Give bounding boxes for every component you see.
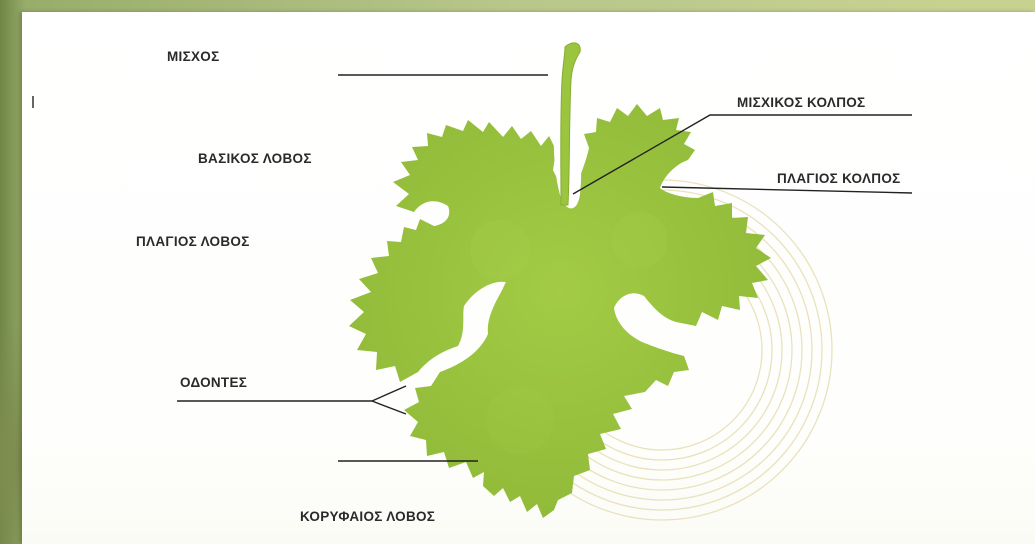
leaf-texture-dot: [470, 220, 530, 280]
label-basal-lobe: ΒΑΣΙΚΟΣ ΛΟΒΟΣ: [198, 151, 312, 166]
teeth-leader-branch-lower: [372, 401, 406, 414]
label-petiolar-sinus: ΜΙΣΧΙΚΟΣ ΚΟΛΠΟΣ: [737, 95, 865, 110]
leaf-texture-dot: [612, 212, 668, 268]
label-teeth: ΟΔΟΝΤΕΣ: [180, 375, 247, 390]
label-lateral-sinus: ΠΛΑΓΙΟΣ ΚΟΛΠΟΣ: [777, 171, 901, 186]
label-terminal-lobe: ΚΟΡΥΦΑΙΟΣ ΛΟΒΟΣ: [300, 509, 435, 524]
teeth-leader-branch-upper: [372, 386, 406, 401]
label-lateral-lobe: ΠΛΑΓΙΟΣ ΛΟΒΟΣ: [136, 234, 250, 249]
lateral-sinus-leader-line: [662, 187, 912, 193]
label-petiole: ΜΙΣΧΟΣ: [167, 49, 220, 64]
leaf-texture-dot: [486, 386, 554, 454]
vine-leaf-illustration: [349, 43, 771, 518]
